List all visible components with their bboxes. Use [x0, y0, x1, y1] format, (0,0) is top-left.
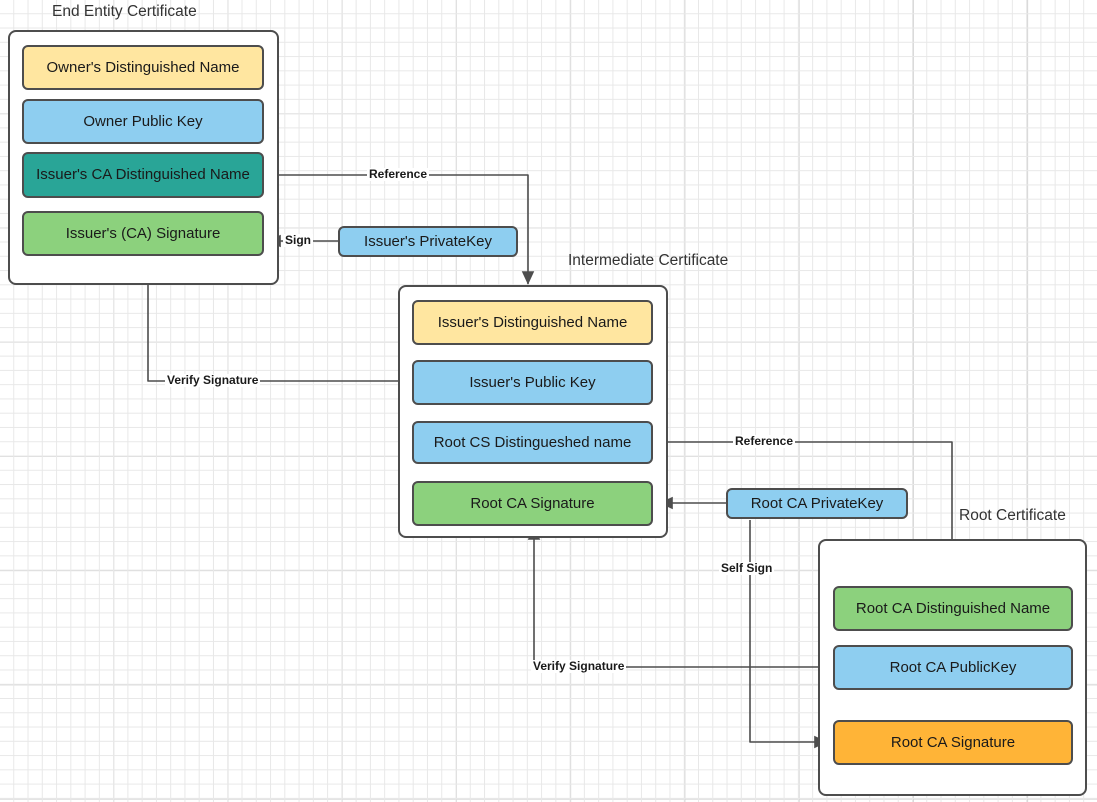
field-owner-dn-label: Owner's Distinguished Name — [46, 58, 240, 76]
edge-label-sign-1: Sign — [283, 233, 313, 248]
field-root-ca-sig-2-label: Root CA Signature — [890, 733, 1016, 751]
cert-label-intermediate: Intermediate Certificate — [568, 252, 729, 269]
key-issuer-privatekey-label: Issuer's PrivateKey — [364, 232, 492, 250]
field-root-cs-dn[interactable]: Root CS Distingueshed name — [412, 421, 653, 464]
cert-label-end-entity: End Entity Certificate — [52, 3, 197, 20]
field-root-ca-dn[interactable]: Root CA Distinguished Name — [833, 586, 1073, 631]
field-owner-pubkey-label: Owner Public Key — [83, 112, 203, 130]
edge-label-self-sign: Self Sign — [719, 561, 775, 576]
key-issuer-privatekey[interactable]: Issuer's PrivateKey — [338, 226, 518, 257]
field-root-cs-dn-label: Root CS Distingueshed name — [433, 433, 632, 451]
field-root-ca-sig-2[interactable]: Root CA Signature — [833, 720, 1073, 765]
edge-verify-signature-2 — [527, 526, 833, 668]
edge-label-verify-signature-1: Verify Signature — [165, 373, 261, 388]
field-issuer-ca-sig-label: Issuer's (CA) Signature — [65, 224, 221, 242]
field-root-ca-dn-label: Root CA Distinguished Name — [855, 599, 1051, 617]
cert-label-root: Root Certificate — [959, 507, 1066, 524]
field-issuer-pubkey[interactable]: Issuer's Public Key — [412, 360, 653, 405]
field-issuer-dn-label: Issuer's Distinguished Name — [437, 313, 628, 331]
field-issuer-ca-sig[interactable]: Issuer's (CA) Signature — [22, 211, 264, 256]
edge-self-sign — [749, 520, 828, 749]
field-issuer-dn[interactable]: Issuer's Distinguished Name — [412, 300, 653, 345]
field-root-ca-pubkey[interactable]: Root CA PublicKey — [833, 645, 1073, 690]
field-issuer-pubkey-label: Issuer's Public Key — [469, 373, 596, 391]
field-issuer-ca-dn-label: Issuer's CA Distinguished Name — [36, 166, 250, 184]
field-root-ca-sig-label: Root CA Signature — [470, 494, 595, 512]
edge-label-verify-signature-2: Verify Signature — [531, 659, 627, 674]
field-owner-pubkey[interactable]: Owner Public Key — [22, 99, 264, 144]
key-root-ca-privatekey-label: Root CA PrivateKey — [750, 494, 884, 512]
edge-label-reference-1: Reference — [367, 167, 430, 182]
field-issuer-ca-dn[interactable]: Issuer's CA Distinguished Name — [22, 152, 264, 198]
field-root-ca-sig[interactable]: Root CA Signature — [412, 481, 653, 526]
field-root-ca-pubkey-label: Root CA PublicKey — [889, 658, 1017, 676]
field-owner-dn[interactable]: Owner's Distinguished Name — [22, 45, 264, 90]
key-root-ca-privatekey[interactable]: Root CA PrivateKey — [726, 488, 908, 519]
edge-label-reference-2: Reference — [733, 434, 796, 449]
